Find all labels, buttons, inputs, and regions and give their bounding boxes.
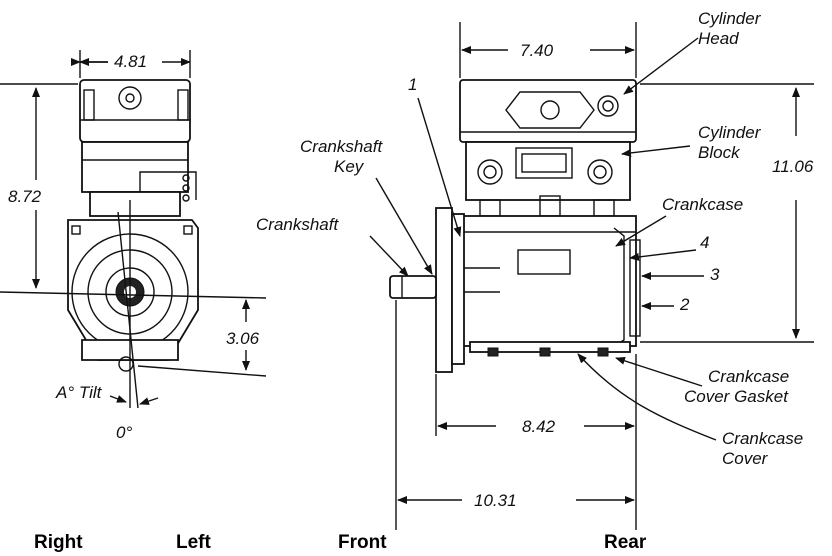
dim-3-06: 3.06 xyxy=(226,329,260,348)
dim-10-31: 10.31 xyxy=(474,491,517,510)
cover-gasket-label-2: Cover Gasket xyxy=(684,387,789,406)
number-1-label: 1 xyxy=(408,75,417,94)
dim-7-40: 7.40 xyxy=(520,41,554,60)
callout-crankcase: Crankcase xyxy=(615,195,743,247)
callout-number-4: 4 xyxy=(629,233,709,261)
tilt-annotation: A° Tilt 0° xyxy=(55,383,159,442)
callout-number-3: 3 xyxy=(641,265,720,284)
dim-8-42: 8.42 xyxy=(522,417,556,436)
callout-crankcase-cover: Crankcase Cover xyxy=(577,353,803,468)
cylinder-block-label-1: Cylinder xyxy=(698,123,762,142)
cylinder-block-label-2: Block xyxy=(698,143,741,162)
cover-label-1: Crankcase xyxy=(722,429,803,448)
dim-8-72: 8.72 xyxy=(8,187,42,206)
dim-4-81: 4.81 xyxy=(114,52,147,71)
callout-crankshaft-key: Crankshaft Key xyxy=(300,137,433,275)
callout-crankshaft: Crankshaft xyxy=(256,215,409,277)
caption-rear: Rear xyxy=(604,532,647,553)
dim-11-06: 11.06 xyxy=(772,157,814,176)
side-view-drawing xyxy=(389,79,641,373)
dim-width-right: 7.40 xyxy=(459,22,637,78)
tilt-label: A° Tilt xyxy=(55,383,103,402)
end-view-drawing xyxy=(67,79,199,409)
crankshaft-label: Crankshaft xyxy=(256,215,339,234)
number-4-label: 4 xyxy=(700,233,709,252)
caption-left: Left xyxy=(176,532,212,553)
dim-length-total: 10.31 xyxy=(395,300,635,530)
dim-height-left: 8.72 xyxy=(0,83,267,299)
number-3-label: 3 xyxy=(710,265,720,284)
crankcase-label: Crankcase xyxy=(662,195,743,214)
dim-height-right: 11.06 xyxy=(640,83,814,343)
dim-offset-left: 3.06 xyxy=(137,299,267,377)
callout-number-1: 1 xyxy=(408,75,462,237)
crankshaft-key-label-1: Crankshaft xyxy=(300,137,383,156)
dim-width-left: 4.81 xyxy=(71,50,191,78)
dim-length-mid: 8.42 xyxy=(435,354,637,530)
number-2-label: 2 xyxy=(679,295,690,314)
caption-right: Right xyxy=(34,532,83,553)
callout-number-2: 2 xyxy=(641,295,690,314)
cylinder-head-label-2: Head xyxy=(698,29,739,48)
callout-cylinder-head: Cylinder Head xyxy=(623,9,762,95)
crankshaft-key-label-2: Key xyxy=(334,157,365,176)
cylinder-head-label-1: Cylinder xyxy=(698,9,762,28)
cover-label-2: Cover xyxy=(722,449,769,468)
callout-crankcase-cover-gasket: Crankcase Cover Gasket xyxy=(615,356,789,406)
caption-front: Front xyxy=(338,532,387,553)
callout-cylinder-block: Cylinder Block xyxy=(621,123,762,162)
cover-gasket-label-1: Crankcase xyxy=(708,367,789,386)
zero-degree-label: 0° xyxy=(116,423,132,442)
